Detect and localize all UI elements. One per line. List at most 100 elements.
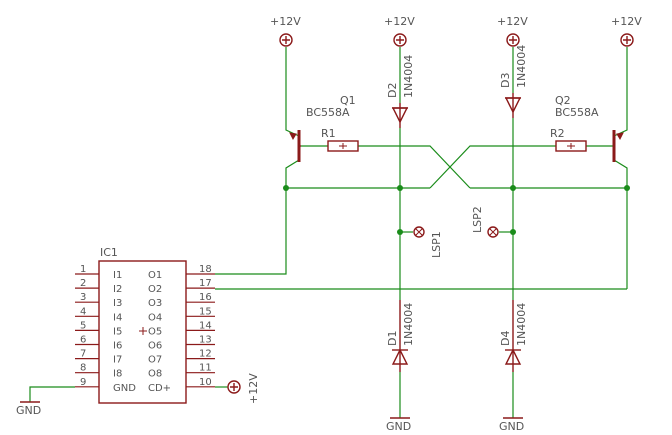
ic1-pin-left: 6I6 bbox=[75, 335, 122, 352]
pin-label: I5 bbox=[113, 326, 122, 337]
speaker-lsp1: LSP1 bbox=[413, 226, 443, 258]
pin-label: I4 bbox=[113, 312, 122, 323]
gnd-label: GND bbox=[499, 420, 524, 433]
pin-label: GND bbox=[113, 383, 136, 394]
pin-number: 1 bbox=[80, 264, 86, 275]
supply-12v-4: +12V bbox=[611, 15, 642, 47]
r1-name: R1 bbox=[321, 127, 336, 140]
wire-q1-supply bbox=[285, 47, 300, 137]
supply-12v-3: +12V bbox=[497, 15, 528, 47]
pin-label: O7 bbox=[148, 355, 162, 366]
d4-name: D4 bbox=[499, 331, 512, 346]
wire-cross-r1-to-right bbox=[358, 145, 471, 189]
transistor-q2: Q2 BC558A bbox=[555, 94, 624, 162]
pin-label: I8 bbox=[113, 369, 122, 380]
supply-12v-1: +12V bbox=[270, 15, 301, 47]
supply-label: +12V bbox=[384, 15, 415, 28]
d3-value: 1N4004 bbox=[515, 45, 528, 88]
q1-value: BC558A bbox=[306, 106, 350, 119]
d1-name: D1 bbox=[386, 331, 399, 346]
wire-cross-left-to-r2 bbox=[429, 145, 556, 189]
pin-label: I6 bbox=[113, 341, 122, 352]
pin-label: CD+ bbox=[148, 383, 171, 394]
pin-label: O1 bbox=[148, 270, 162, 281]
gnd-d4: GND bbox=[499, 417, 524, 433]
pin-number: 9 bbox=[80, 377, 86, 388]
ic1-pin-left: 1I1 bbox=[75, 264, 122, 281]
supply-label: +12V bbox=[611, 15, 642, 28]
resistor-r1: R1 bbox=[321, 127, 359, 152]
gnd-ic: GND bbox=[16, 401, 41, 417]
supply-12v-ic: +12V bbox=[227, 373, 260, 404]
pin-label: I2 bbox=[113, 284, 122, 295]
pin-number: 18 bbox=[199, 264, 212, 275]
wires bbox=[29, 47, 628, 418]
junctions bbox=[283, 185, 630, 235]
ic1-pins: 1I12I23I34I45I56I67I78I89GND18O117O216O3… bbox=[75, 264, 215, 394]
pin-number: 11 bbox=[199, 363, 212, 374]
q2-value: BC558A bbox=[555, 106, 599, 119]
pin-label: O8 bbox=[148, 369, 162, 380]
ic1: IC1 1I12I23I34I45I56I67I78I89GND18O117O2… bbox=[75, 246, 215, 404]
junction-dot bbox=[397, 229, 403, 235]
ic1-pin-left: 4I4 bbox=[75, 306, 122, 323]
pin-label: I7 bbox=[113, 355, 122, 366]
junction-dot bbox=[510, 185, 516, 191]
wire-ic-gnd bbox=[29, 386, 75, 402]
ic1-pin-left: 8I8 bbox=[75, 363, 122, 380]
supply-label: +12V bbox=[497, 15, 528, 28]
diode-d3: D3 1N4004 bbox=[499, 45, 528, 118]
d2-value: 1N4004 bbox=[402, 55, 415, 98]
resistor-r2: R2 bbox=[550, 127, 587, 152]
pin-label: O5 bbox=[148, 326, 162, 337]
junction-dot bbox=[624, 185, 630, 191]
supply-label: +12V bbox=[247, 373, 260, 404]
gnd-d1: GND bbox=[386, 417, 411, 433]
gnd-label: GND bbox=[386, 420, 411, 433]
d2-name: D2 bbox=[386, 83, 399, 98]
junction-dot bbox=[397, 185, 403, 191]
ic1-body bbox=[98, 260, 187, 404]
ic1-pin-left: 7I7 bbox=[75, 349, 122, 366]
transistor-q1: Q1 BC558A bbox=[289, 94, 356, 162]
d4-value: 1N4004 bbox=[515, 303, 528, 346]
d3-name: D3 bbox=[499, 73, 512, 88]
speaker-lsp2: LSP2 bbox=[471, 206, 499, 238]
pin-number: 12 bbox=[199, 349, 212, 360]
q1-name: Q1 bbox=[340, 94, 356, 107]
wire-o1 bbox=[215, 188, 287, 275]
pin-number: 7 bbox=[80, 349, 86, 360]
pin-label: O2 bbox=[148, 284, 162, 295]
pin-number: 6 bbox=[80, 335, 86, 346]
pin-number: 3 bbox=[80, 292, 86, 303]
lsp2-name: LSP2 bbox=[471, 206, 484, 233]
pin-label: I1 bbox=[113, 270, 122, 281]
pin-number: 8 bbox=[80, 363, 86, 374]
gnd-label: GND bbox=[16, 404, 41, 417]
pin-number: 2 bbox=[80, 278, 86, 289]
wire-q1-collector bbox=[285, 159, 300, 188]
ic1-pin-left: 2I2 bbox=[75, 278, 122, 295]
wire-q2-collector bbox=[613, 159, 628, 289]
d1-value: 1N4004 bbox=[402, 303, 415, 346]
diode-d1: D1 1N4004 bbox=[386, 300, 415, 372]
supply-12v-2: +12V bbox=[384, 15, 415, 47]
pin-number: 14 bbox=[199, 320, 212, 331]
pin-number: 5 bbox=[80, 320, 86, 331]
r2-name: R2 bbox=[550, 127, 565, 140]
ic1-pin-left: 3I3 bbox=[75, 292, 122, 309]
pin-number: 4 bbox=[80, 306, 86, 317]
diode-d2: D2 1N4004 bbox=[386, 55, 415, 128]
diode-d4: D4 1N4004 bbox=[499, 300, 528, 372]
pin-number: 16 bbox=[199, 292, 212, 303]
